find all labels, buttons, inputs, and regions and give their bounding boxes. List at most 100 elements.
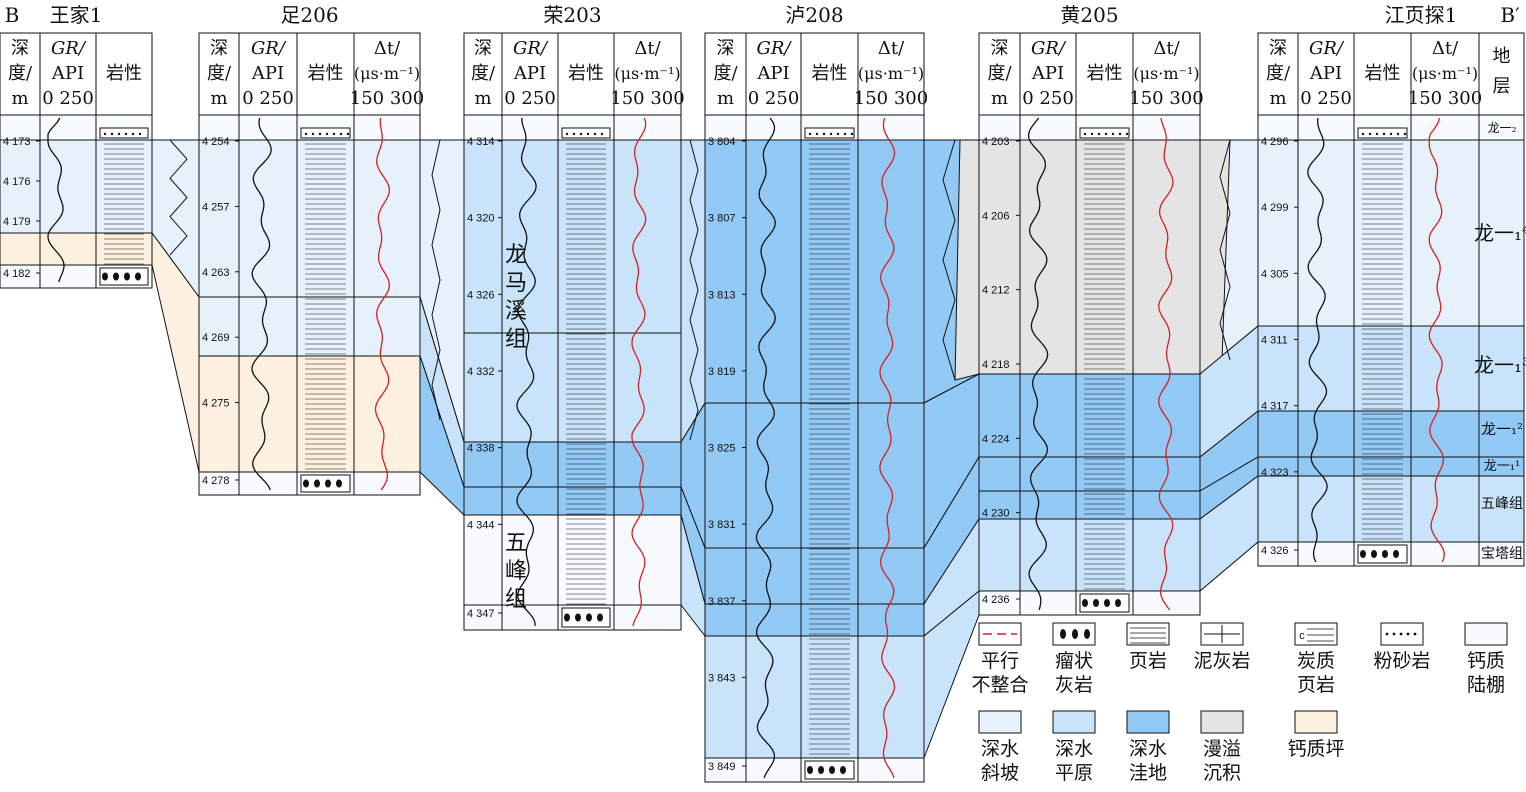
silt-dot <box>1399 632 1403 636</box>
gr-header: 0 250 <box>1300 88 1352 109</box>
depth-label: 4 311 <box>1261 335 1288 347</box>
facies-layer <box>1257 139 1525 327</box>
strata-label: 龙一₂ <box>1488 121 1517 135</box>
silt-dot <box>1413 632 1417 636</box>
nodule <box>1382 550 1388 558</box>
strata-label: 龙一₁³ <box>1474 353 1526 377</box>
silt-dot <box>1361 132 1365 136</box>
carb-mark: c <box>1299 630 1305 642</box>
lithology-header: 岩性 <box>106 63 142 84</box>
legend-label: 洼地 <box>1129 762 1167 784</box>
legend-label: 深水 <box>1129 738 1167 760</box>
formation-label-longmaxi: 马 <box>505 271 527 296</box>
depth-label: 4 299 <box>1261 202 1289 214</box>
legend-label: 页岩 <box>1129 650 1167 672</box>
lithology-header: 岩性 <box>812 63 848 84</box>
well-frame <box>704 32 925 783</box>
dt-header: Δt/ <box>634 38 661 59</box>
gr-curve <box>47 117 65 283</box>
depth-label: 4 224 <box>982 433 1010 445</box>
legend-item-marl: 泥灰岩 <box>1193 622 1251 672</box>
depth-label: 3 837 <box>708 596 736 608</box>
silt-dot <box>325 132 329 136</box>
well-frame <box>198 32 421 496</box>
strata-label: 龙一₁² <box>1481 420 1523 438</box>
depth-label: 3 819 <box>708 366 736 378</box>
silt-dot <box>843 132 847 136</box>
well-header <box>0 32 153 116</box>
depth-header: 度/ <box>713 63 738 84</box>
depth-label: 3 849 <box>708 761 736 773</box>
depth-header: 深 <box>991 38 1009 59</box>
legend-label: 粉砂岩 <box>1373 650 1430 672</box>
nodule <box>1060 629 1066 639</box>
silt-dot <box>346 132 350 136</box>
dt-curve <box>631 117 647 627</box>
legend-swatch <box>1294 622 1338 646</box>
legend-label: 斜坡 <box>981 762 1019 784</box>
siltstone-pattern <box>804 127 855 139</box>
legend-label: 深水 <box>981 738 1019 760</box>
nodule <box>1371 550 1377 558</box>
legend-label: 漫溢 <box>1203 738 1241 760</box>
strata-label: 宝塔组 <box>1481 546 1523 562</box>
nodule <box>575 613 581 622</box>
silt-dot <box>808 132 812 136</box>
well-name: 王家1 <box>50 3 103 27</box>
gr-header: GR/ <box>513 38 549 59</box>
depth-label: 4 347 <box>467 608 495 620</box>
legend-swatch <box>1052 710 1096 734</box>
dt-header: Δt/ <box>1153 38 1180 59</box>
nodule <box>1093 599 1099 607</box>
nodule <box>113 272 119 281</box>
nodule <box>1393 550 1399 558</box>
depth-header: 深 <box>11 38 29 59</box>
facies-layer <box>704 139 925 404</box>
gr-curve <box>1027 117 1049 611</box>
silt-dot <box>822 132 826 136</box>
dt-header: 150 300 <box>1129 88 1203 109</box>
siltstone-pattern <box>561 127 611 139</box>
facies-layer <box>463 332 682 443</box>
silt-dot <box>600 132 604 136</box>
legend-item-siltstone: 粉砂岩 <box>1373 622 1431 672</box>
strata-label: 龙一₁⁴ <box>1474 221 1526 245</box>
depth-label: 4 257 <box>202 201 230 213</box>
siltstone-pattern <box>1079 127 1130 139</box>
facies-boundary <box>169 139 188 256</box>
nodule <box>1360 550 1366 558</box>
depth-header: m <box>717 88 734 109</box>
well-name: 黄205 <box>1060 3 1118 27</box>
gr-curve <box>1307 117 1328 563</box>
silt-dot <box>1368 132 1372 136</box>
depth-header: m <box>210 88 227 109</box>
legend-swatch <box>1126 622 1170 646</box>
nodule <box>336 479 342 488</box>
legend-swatch <box>1464 622 1508 646</box>
correlation-zone <box>680 139 706 444</box>
depth-label: 4 320 <box>467 213 495 225</box>
formation-label-wufeng: 五 <box>505 531 527 556</box>
depth-header: 深 <box>1269 38 1287 59</box>
silt-dot <box>332 132 336 136</box>
nodule <box>314 479 320 488</box>
depth-label: 4 179 <box>3 216 31 228</box>
depth-label: 3 813 <box>708 289 736 301</box>
depth-label: 4 326 <box>1261 545 1289 557</box>
depth-label: 4 317 <box>1261 401 1289 413</box>
gr-curve <box>516 117 537 627</box>
nodule <box>1115 599 1121 607</box>
depth-label: 4 230 <box>982 508 1010 520</box>
facies-layer <box>978 518 1201 592</box>
gr-header: GR/ <box>757 38 793 59</box>
legend-label: 沉积 <box>1203 762 1241 784</box>
depth-label: 3 825 <box>708 443 736 455</box>
well-frame <box>978 32 1201 616</box>
silt-dot <box>815 132 819 136</box>
